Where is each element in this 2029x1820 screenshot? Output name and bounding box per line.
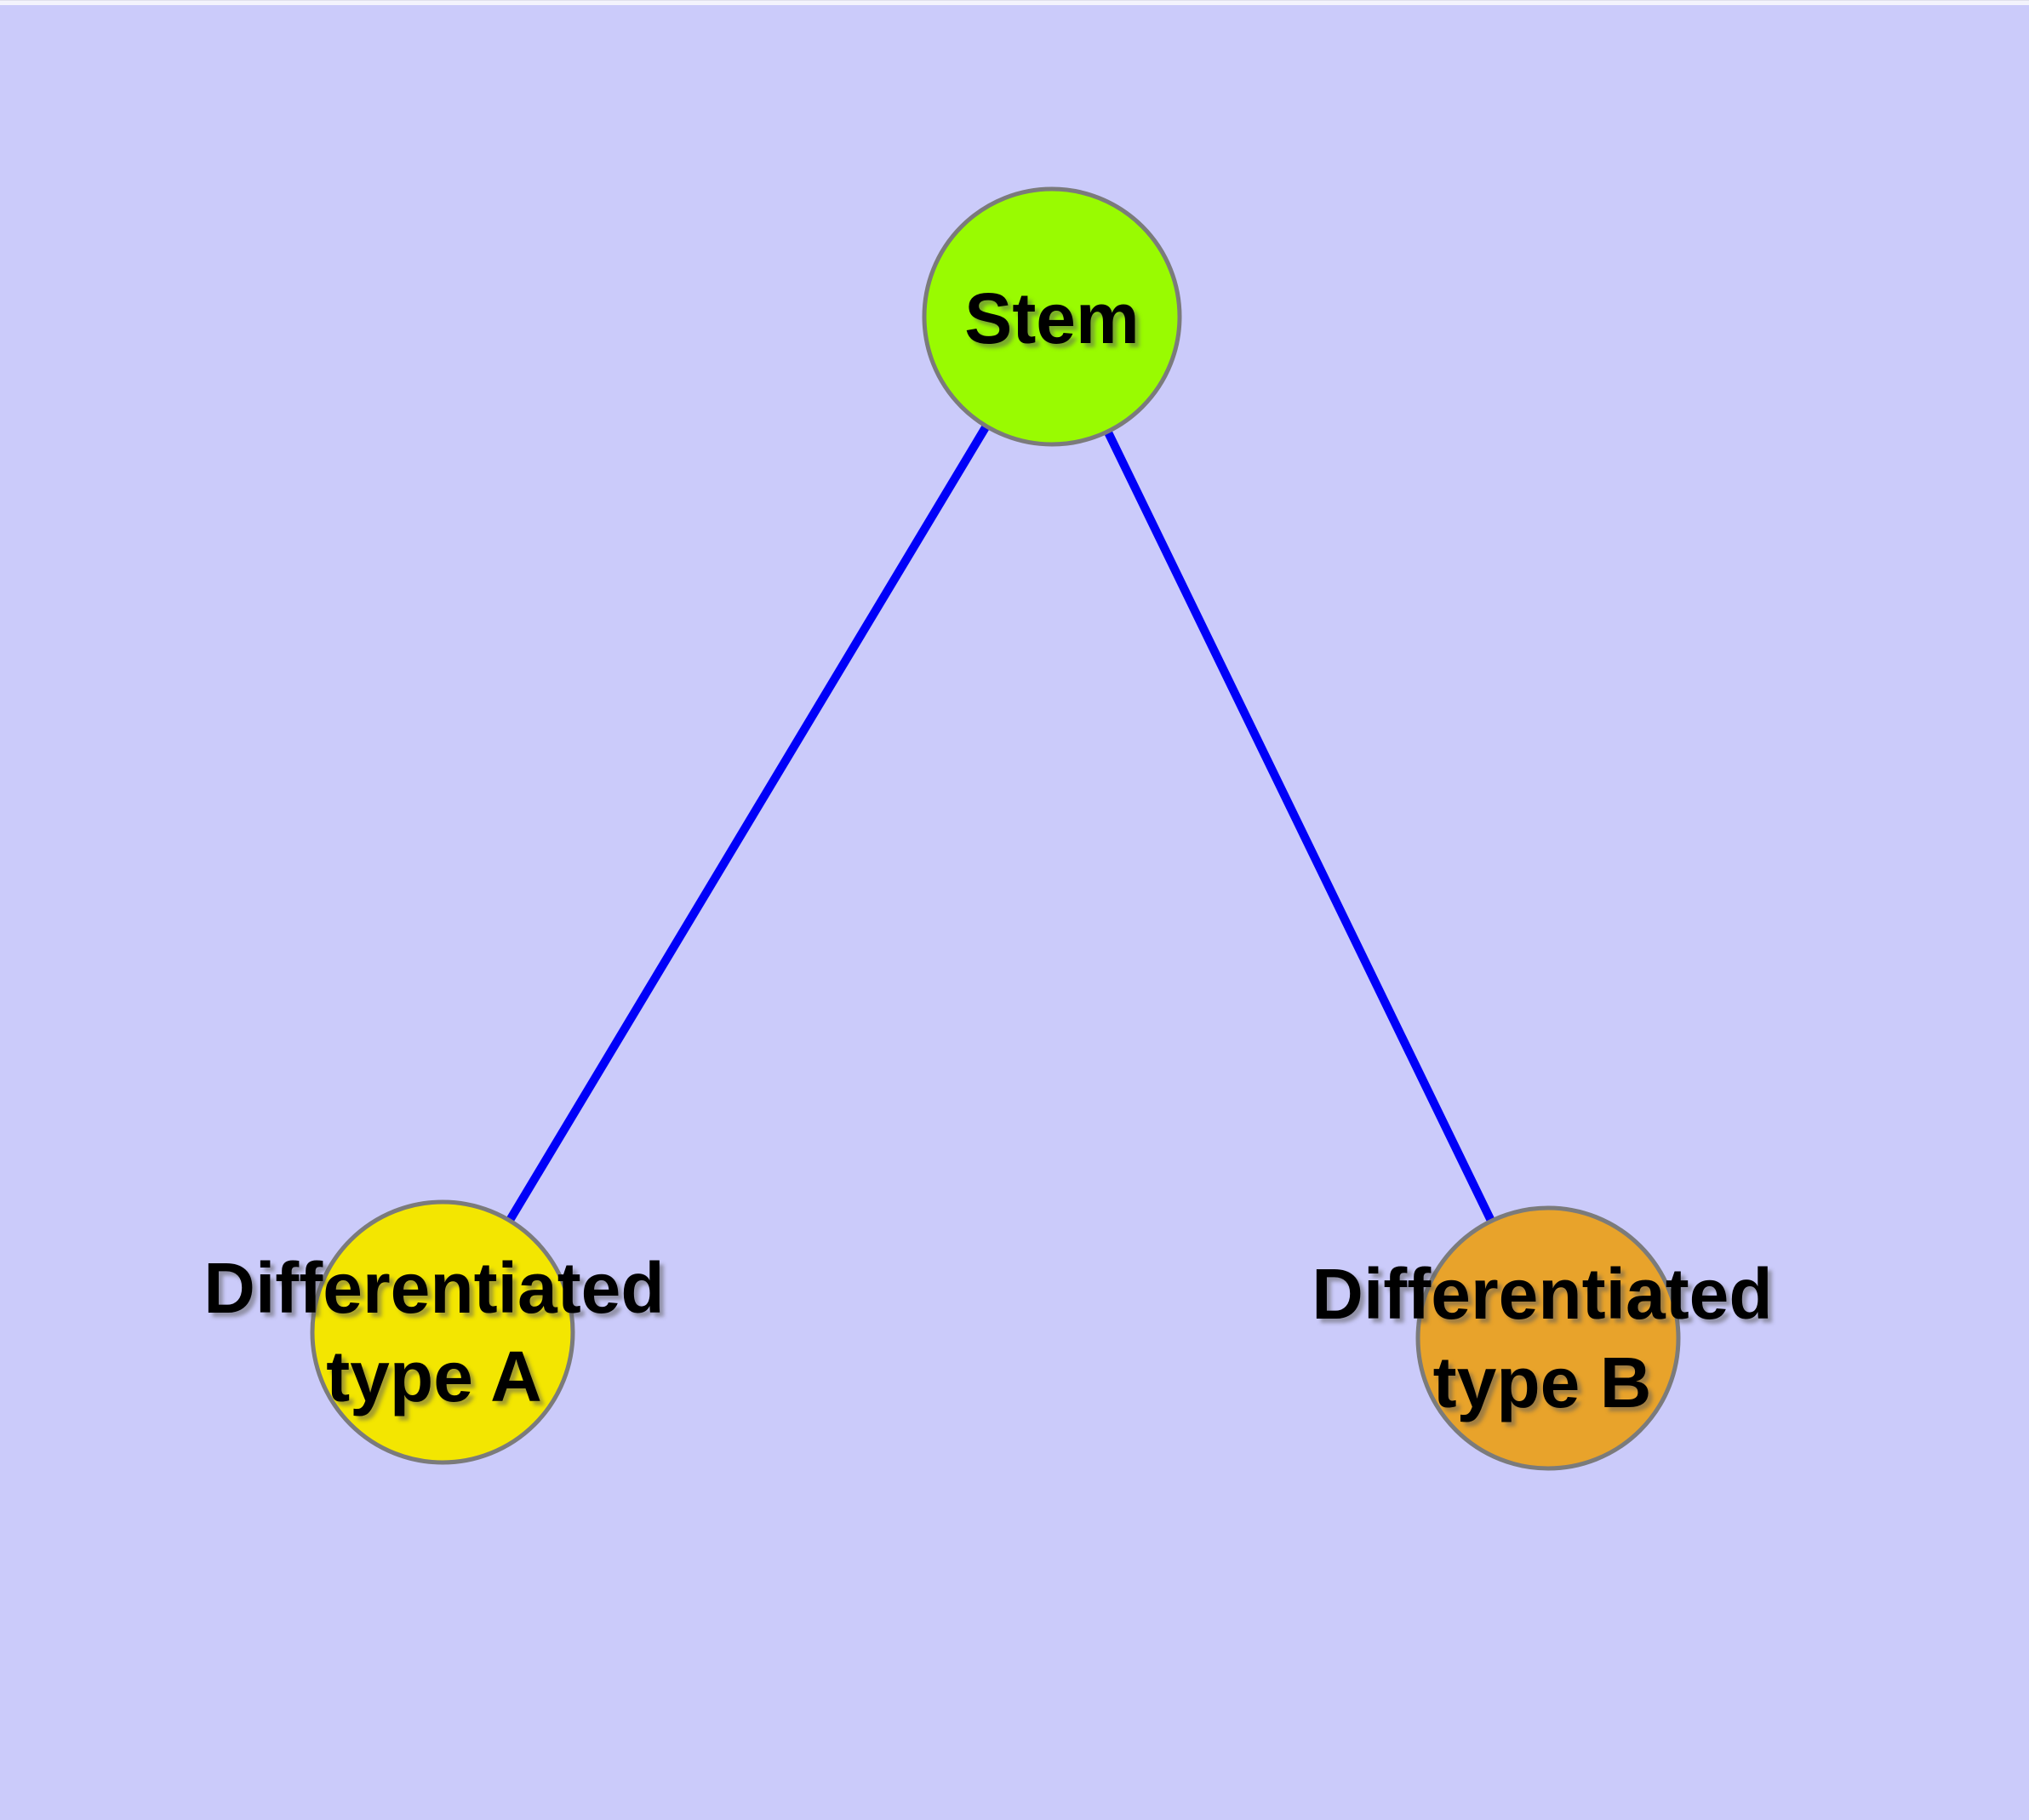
node-type-b-label: Differentiated type B [1312,1250,1772,1427]
node-stem-label-line: Stem [964,278,1140,358]
node-type-b-circle [1415,1205,1681,1471]
edge-stem-to-type-a [438,314,1056,1335]
node-type-a-circle [310,1199,575,1465]
node-type-a-label-line-2: type A [326,1336,542,1417]
node-stem-circle [922,186,1182,447]
node-type-a-label-line-1: Differentiated [203,1248,665,1328]
edge-stem-to-type-b [1048,314,1552,1341]
top-edge-strip [0,0,2029,5]
node-type-a-label: Differentiated type A [203,1244,664,1421]
node-stem-label: Stem [964,274,1139,363]
node-type-b-label-line-1: Differentiated [1312,1254,1773,1334]
node-type-b-label-line-2: type B [1432,1342,1652,1422]
